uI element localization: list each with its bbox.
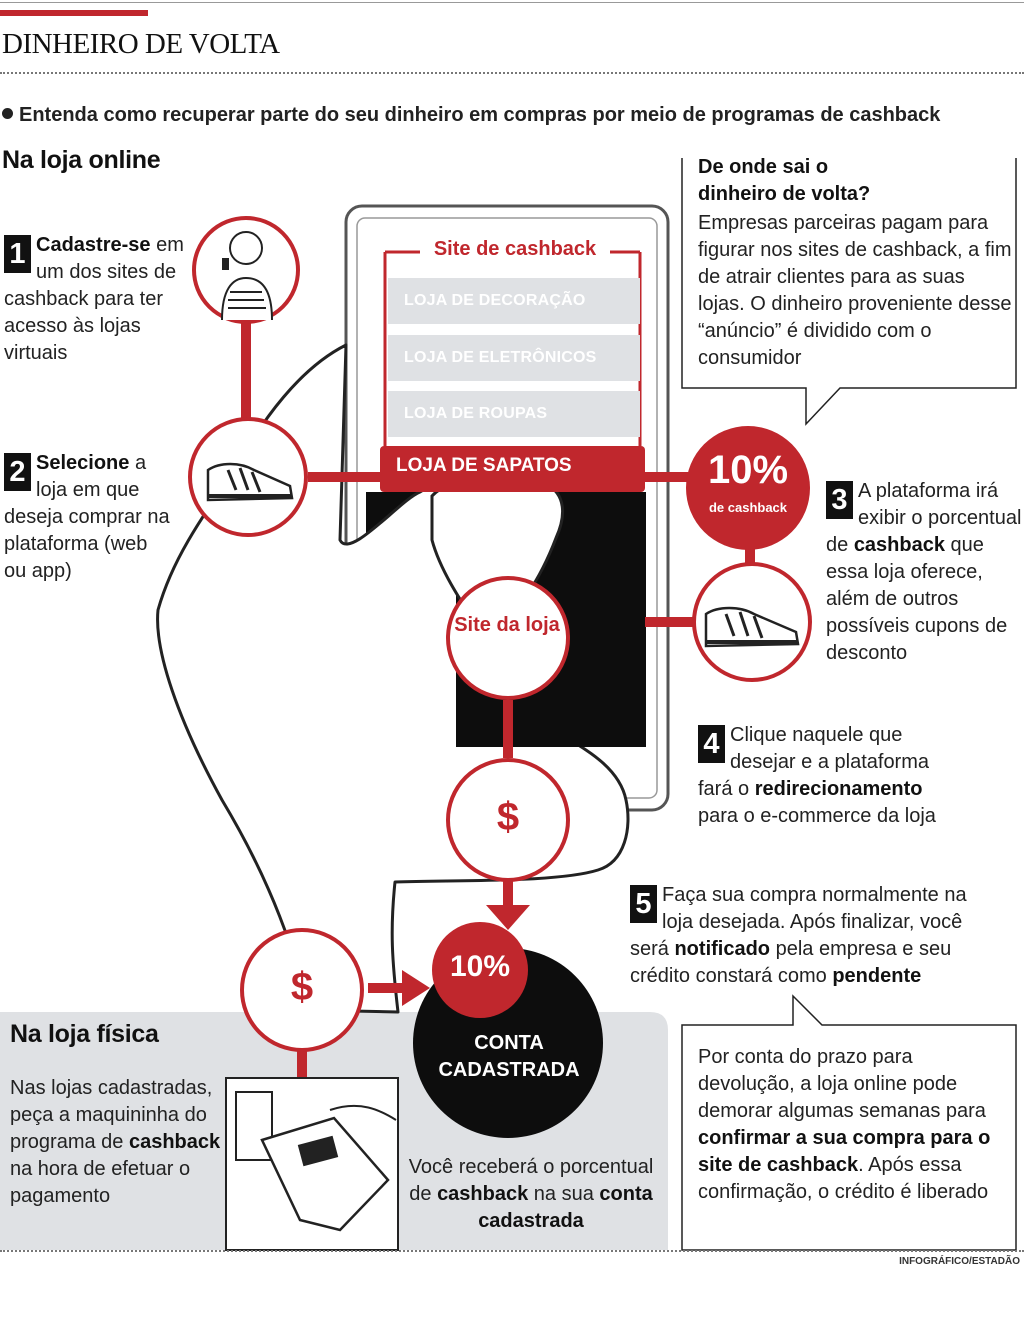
prazo-text-b: . Após essa confirmação, o crédito é lib… xyxy=(698,1154,989,1203)
info-speech-box xyxy=(681,158,1017,426)
step-5-bold-a: notificado xyxy=(674,938,771,960)
prazo-text-a: Por conta do prazo para devolução, a loj… xyxy=(698,1046,986,1122)
fisica-bold: cashback xyxy=(128,1131,221,1153)
receive-bold-b: conta cadastrada xyxy=(478,1183,653,1232)
receive-text-a: Você receberá o porcentual de xyxy=(408,1156,654,1205)
bullet-icon xyxy=(2,108,13,120)
menu-item-decoracao[interactable]: LOJA DE DECORAÇÃO xyxy=(388,278,640,324)
step-4-text-b: para o e-commerce da loja xyxy=(698,805,936,827)
subtitle-text: Entenda como recuperar parte do seu dinh… xyxy=(19,104,941,126)
dotted-divider-bottom xyxy=(0,1250,1024,1252)
prazo-bold: confirmar a sua compra para o site de ca… xyxy=(698,1127,991,1176)
conta-label: CONTA CADASTRADA xyxy=(438,1032,580,1081)
site-loja-circle xyxy=(446,576,570,700)
section-online-heading: Na loja online xyxy=(2,146,161,174)
fisica-text-a: Nas lojas cadastradas, peça a maquininha… xyxy=(10,1077,213,1153)
credit-line: INFOGRÁFICO/ESTADÃO xyxy=(899,1256,1020,1267)
step-2-bold: Selecione xyxy=(36,452,130,474)
conta-percent: 10% xyxy=(449,950,511,983)
top-rule xyxy=(0,2,1024,3)
step-1-text: em um dos sites de cashback para ter ace… xyxy=(4,234,184,364)
step-5-bold-b: pendente xyxy=(832,965,922,987)
step-3-number: 3 xyxy=(826,481,853,519)
fisica-text-b: na hora de efetuar o pagamento xyxy=(10,1158,191,1207)
conta-circle xyxy=(413,922,603,1138)
step-3-bold: cashback xyxy=(853,534,945,556)
dollar-sign-top: $ xyxy=(496,795,520,839)
section-fisica-heading: Na loja física xyxy=(10,1020,159,1048)
page-title: DINHEIRO DE VOLTA xyxy=(2,28,280,60)
arrow-down xyxy=(486,905,530,930)
subtitle: Entenda como recuperar parte do seu dinh… xyxy=(2,104,940,127)
shoe-circle-right xyxy=(692,562,812,682)
fisica-text: Nas lojas cadastradas, peça a maquininha… xyxy=(10,1075,222,1210)
cashback-site-title: Site de cashback xyxy=(420,238,610,261)
step-4-number: 4 xyxy=(698,725,725,763)
step-1-number: 1 xyxy=(4,235,31,273)
menu-item-roupas[interactable]: LOJA DE ROUPAS xyxy=(388,391,640,437)
step-3-text-a: A plataforma irá exibir o porcentual de xyxy=(826,480,1022,556)
step-5-text-b: pela empresa e seu crédito constará como xyxy=(630,938,952,987)
dollar-circle-left xyxy=(240,928,364,1052)
step-3-text-b: que essa loja oferece, além de outros po… xyxy=(826,534,1008,664)
receive-text: Você receberá o porcentual de cashback n… xyxy=(404,1154,658,1235)
step-5-number: 5 xyxy=(630,885,657,923)
cashback-label: de cashback xyxy=(708,500,788,515)
dollar-sign-left: $ xyxy=(290,965,314,1009)
badge-circle xyxy=(686,426,810,550)
receive-text-b: na sua xyxy=(528,1183,600,1205)
shoe-circle-left xyxy=(188,417,308,537)
prazo-text: Por conta do prazo para devolução, a loj… xyxy=(698,1044,1004,1206)
menu-item-eletronicos[interactable]: LOJA DE ELETRÔNICOS xyxy=(388,335,640,381)
accent-bar xyxy=(0,10,148,16)
woman-circle xyxy=(192,216,300,324)
info-heading: De onde sai o dinheiro de volta? xyxy=(698,156,871,205)
step-4-bold: redirecionamento xyxy=(754,778,923,800)
step-5-text-a: Faça sua compra normalmente na loja dese… xyxy=(630,884,967,960)
step-4-text-a: Clique naquele que desejar e a plataform… xyxy=(698,724,930,800)
step-2-number: 2 xyxy=(4,453,31,491)
menu-item-sapatos[interactable]: LOJA DE SAPATOS xyxy=(380,446,645,492)
receive-bold-a: cashback xyxy=(437,1183,529,1205)
arrow-right xyxy=(402,970,430,1006)
dotted-divider-top xyxy=(0,72,1024,74)
step-2-text: a loja em que deseja comprar na platafor… xyxy=(4,452,170,582)
info-text: Empresas parceiras pagam para figurar no… xyxy=(698,212,1012,369)
cashback-percent: 10% xyxy=(707,448,789,492)
step-1-bold: Cadastre-se xyxy=(36,234,151,256)
site-loja-label: Site da loja xyxy=(454,614,560,636)
dollar-circle-top xyxy=(446,758,570,882)
card-machine-illustration xyxy=(225,1077,399,1251)
